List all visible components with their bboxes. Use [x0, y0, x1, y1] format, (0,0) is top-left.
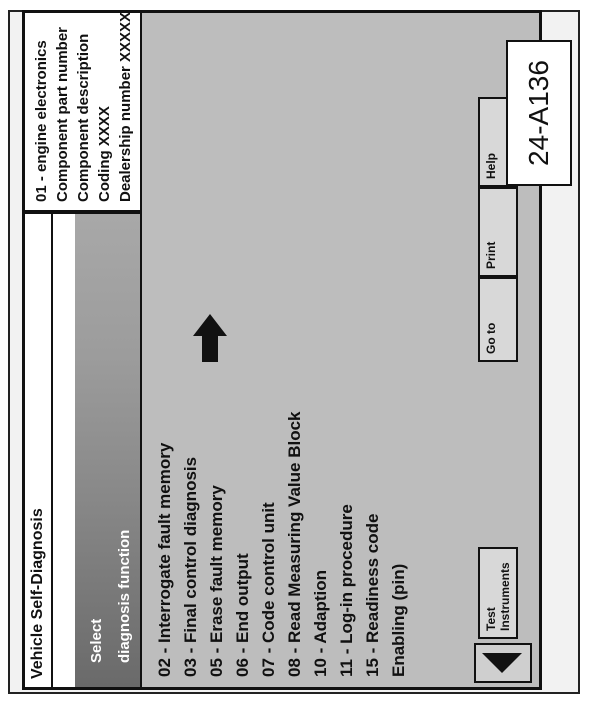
button-bar: Test Instruments Go to Print Help: [470, 13, 542, 687]
test-instruments-line2: Instruments: [498, 562, 512, 631]
info-line: 01 - engine electronics: [33, 40, 50, 202]
menu-item-02[interactable]: 02 - Interrogate fault memory: [155, 442, 174, 677]
figure-label-wrap: 24-A136: [506, 40, 572, 186]
menu-item-06[interactable]: 06 - End output: [233, 553, 252, 677]
menu-item-08[interactable]: 08 - Read Measuring Value Block: [285, 411, 304, 677]
print-button[interactable]: Print: [478, 187, 518, 277]
select-prompt-line1: Select: [88, 618, 105, 663]
window-title: Vehicle Self-Diagnosis: [25, 212, 53, 687]
diagnosis-screen: Vehicle Self-Diagnosis 01 - engine elect…: [22, 10, 542, 690]
test-instruments-line1: Test: [484, 607, 498, 631]
select-prompt: Select diagnosis function: [75, 212, 142, 687]
control-unit-info: 01 - engine electronics Component part n…: [25, 11, 142, 212]
menu-item-11[interactable]: 11 - Log-in procedure: [337, 504, 356, 677]
title-spacer: [53, 212, 75, 687]
rotated-screen-wrapper: Vehicle Self-Diagnosis 01 - engine elect…: [22, 10, 542, 690]
info-line: Dealership number XXXXX: [117, 11, 134, 202]
info-line: Coding XXXX: [96, 106, 113, 202]
selection-arrow-icon: [193, 314, 227, 362]
go-to-button[interactable]: Go to: [478, 277, 518, 362]
menu-item-10[interactable]: 10 - Adaption: [311, 569, 330, 677]
menu-item-enabling[interactable]: Enabling (pin): [389, 563, 408, 677]
info-line: Component part number: [54, 27, 71, 202]
back-arrow-icon: [482, 653, 522, 673]
select-prompt-line2: diagnosis function: [116, 529, 133, 663]
back-button[interactable]: [474, 643, 532, 683]
test-instruments-button[interactable]: Test Instruments: [478, 547, 518, 639]
figure-label: 24-A136: [506, 40, 572, 186]
info-line: Component description: [75, 33, 92, 202]
menu-item-07[interactable]: 07 - Code control unit: [259, 502, 278, 677]
menu-item-15[interactable]: 15 - Readiness code: [363, 513, 382, 677]
menu-item-03[interactable]: 03 - Final control diagnosis: [181, 456, 200, 677]
menu-item-05[interactable]: 05 - Erase fault memory: [207, 485, 226, 677]
function-menu: 02 - Interrogate fault memory 03 - Final…: [142, 127, 442, 687]
